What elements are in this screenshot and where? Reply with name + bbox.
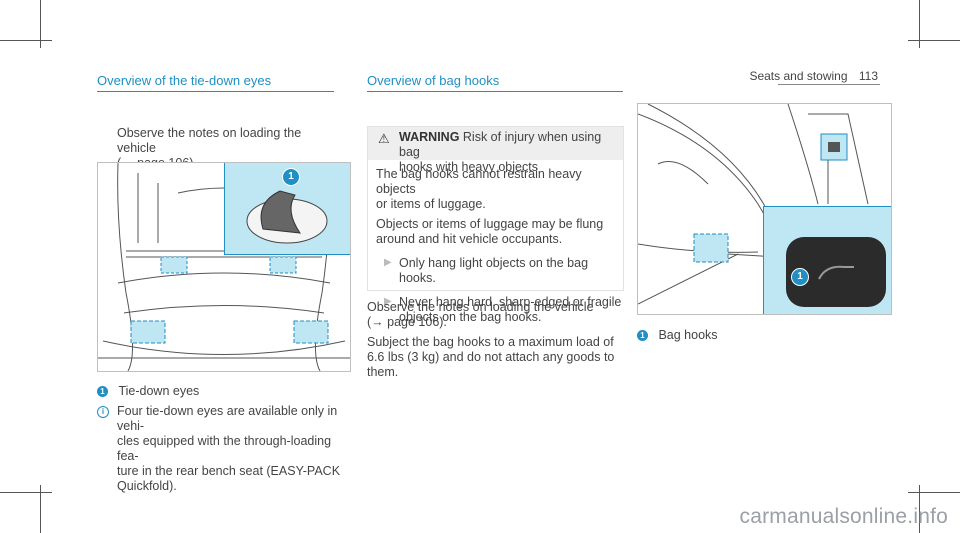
- legend-badge: 1: [97, 386, 108, 397]
- bag-hook-detail: [786, 237, 886, 307]
- loading-text: Observe the notes on loading the vehicle…: [367, 300, 623, 380]
- body-line: them.: [367, 365, 399, 379]
- tie-down-eye-detail: [246, 190, 328, 244]
- note-line: ture in the rear bench seat (EASY-PACK: [117, 464, 341, 478]
- crop-mark: [908, 40, 960, 41]
- intro-line: Observe the notes on loading the vehicle: [117, 126, 302, 155]
- legend-badge: 1: [637, 330, 648, 341]
- body-line: 6.6 lbs (3 kg) and do not attach any goo…: [367, 350, 615, 364]
- crop-mark: [0, 492, 52, 493]
- info-icon: i: [97, 406, 109, 418]
- legend-label: Bag hooks: [658, 328, 718, 342]
- running-header: Seats and stowing 113: [749, 69, 878, 83]
- header-rule: [778, 84, 880, 85]
- crop-mark: [919, 0, 920, 48]
- crop-mark: [40, 485, 41, 533]
- warning-header: ⚠ WARNING Risk of injury when using bag …: [368, 127, 623, 174]
- warning-text: hooks with heavy objects: [399, 160, 538, 174]
- trunk-tie-down-figure: 1: [97, 162, 351, 372]
- heading-rule: [97, 91, 334, 92]
- crop-mark: [40, 0, 41, 48]
- warning-para: The bag hooks cannot restrain heavy obje…: [376, 167, 582, 196]
- availability-note: i Four tie-down eyes are available only …: [97, 404, 347, 494]
- crop-mark: [919, 485, 920, 533]
- instruction-item: ▶ Never hang hard, sharp-edged or fragil…: [376, 295, 623, 325]
- tie-down-heading: Overview of the tie-down eyes: [97, 73, 272, 88]
- instruction-text: Never hang hard, sharp-edged or fragile: [399, 295, 622, 309]
- legend-label: Tie-down eyes: [118, 384, 200, 398]
- bag-hook-detail-inset: 1: [763, 206, 891, 314]
- warning-para: Objects or items of luggage may be flung: [376, 217, 604, 231]
- bag-hook-figure: 1: [637, 103, 892, 315]
- bag-hooks-heading: Overview of bag hooks: [367, 73, 500, 88]
- body-line: Observe the notes on loading the vehicle: [367, 300, 594, 314]
- instruction-text: hooks.: [399, 271, 436, 285]
- watermark: carmanualsonline.info: [739, 505, 948, 528]
- bag-hook-legend: 1 Bag hooks: [637, 326, 718, 344]
- warning-icon: ⚠: [378, 131, 390, 146]
- note-line: Four tie-down eyes are available only in…: [117, 404, 338, 433]
- body-line: Subject the bag hooks to a maximum load …: [367, 335, 614, 349]
- note-line: Quickfold).: [117, 479, 177, 493]
- callout-badge: 1: [791, 268, 809, 286]
- instruction-text: Only hang light objects on the bag: [399, 256, 589, 270]
- page-reference[interactable]: (→ page 106).: [367, 315, 447, 329]
- tie-down-legend: 1 Tie-down eyes: [97, 382, 199, 400]
- page-number: 113: [858, 69, 878, 83]
- callout-badge: 1: [282, 168, 300, 186]
- note-line: cles equipped with the through-loading f…: [117, 434, 332, 463]
- bullet-triangle-icon: ▶: [384, 296, 392, 307]
- instruction-item: ▶ Only hang light objects on the bag hoo…: [376, 256, 623, 286]
- warning-box: ⚠ WARNING Risk of injury when using bag …: [367, 126, 624, 324]
- trunk-side-drawing: [638, 104, 891, 314]
- crop-mark: [908, 492, 960, 493]
- heading-rule: [367, 91, 623, 92]
- warning-title: WARNING: [399, 130, 460, 144]
- bullet-triangle-icon: ▶: [384, 257, 392, 268]
- instruction-text: objects on the bag hooks.: [399, 310, 542, 324]
- crop-mark: [0, 40, 52, 41]
- tie-down-detail-inset: 1: [224, 163, 350, 255]
- warning-para: around and hit vehicle occupants.: [376, 232, 563, 246]
- warning-text: Risk of injury when using bag: [399, 130, 602, 159]
- warning-para: or items of luggage.: [376, 197, 486, 211]
- section-title: Seats and stowing: [749, 69, 848, 83]
